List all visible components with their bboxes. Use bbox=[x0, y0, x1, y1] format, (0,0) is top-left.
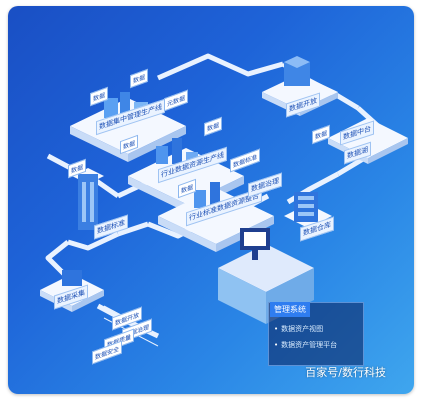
panel-title: 管理系统 bbox=[270, 302, 310, 317]
watermark: 百家号/数行科技 bbox=[305, 366, 386, 379]
tower-right bbox=[284, 192, 332, 228]
diagram-canvas: 数据集中管理生产线 行业数据资源生产线 行业标准数据资源整合 数据开放 数据中台… bbox=[8, 6, 414, 394]
management-console bbox=[218, 228, 314, 324]
panel-item: 数据资产视图 bbox=[274, 324, 323, 334]
tower-left bbox=[72, 168, 104, 230]
panel-item: 数据资产管理平台 bbox=[274, 340, 337, 350]
